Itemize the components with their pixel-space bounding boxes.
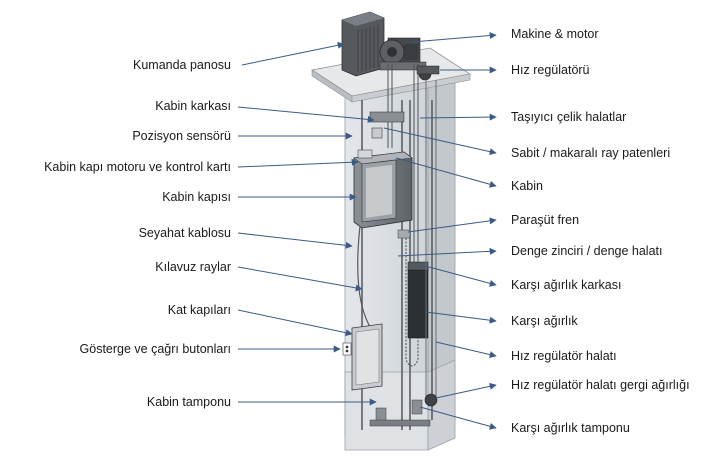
label-counterweight-frame: Karşı ağırlık karkası [511, 278, 622, 292]
label-safety-gear: Paraşüt fren [511, 213, 580, 227]
control-panel [341, 11, 385, 77]
right-leader-arrows [383, 32, 497, 430]
leader-kabin [395, 157, 497, 188]
label-governor-rope: Hız regülatör halatı [511, 349, 617, 363]
label-guide-rails: Kılavuz raylar [155, 260, 231, 274]
hoist-ropes [387, 64, 419, 268]
leader-karsi-agirlik-karkasi [417, 263, 497, 287]
machine-motor [379, 37, 427, 71]
machine-room-slab [310, 47, 472, 103]
leader-gergi-agirligi [435, 382, 497, 399]
label-door-motor: Kabin kapı motoru ve kontrol kartı [44, 160, 231, 174]
label-counterweight: Karşı ağırlık [511, 314, 578, 328]
label-call-buttons: Gösterge ve çağrı butonları [79, 342, 231, 356]
leader-karsi-agirlik [425, 311, 497, 324]
leader-kilavuz-raylar [237, 266, 363, 292]
label-car-door: Kabin kapısı [162, 190, 231, 204]
leader-ray-patenleri [383, 127, 497, 156]
leader-tasiyici-halatlar [419, 113, 497, 121]
label-guide-shoes: Sabit / makaralı ray patenleri [511, 146, 671, 160]
leader-karsi-agirlik-tamponu [419, 406, 497, 430]
speed-governor [416, 65, 440, 81]
leader-kumanda-panosu [241, 41, 345, 66]
governor-rope [424, 80, 438, 407]
leader-seyahat-kablosu [237, 232, 353, 249]
leader-makine-motor [411, 32, 497, 43]
landing-door [351, 323, 383, 391]
label-machine-motor: Makine & motor [511, 27, 599, 41]
label-car-buffer: Kabin tamponu [146, 395, 231, 409]
call-buttons [342, 342, 352, 356]
label-cabin: Kabin [511, 179, 543, 193]
leader-kabin-kapi-motoru [237, 158, 359, 168]
label-tension-weight: Hız regülatör halatı gergi ağırlığı [511, 378, 690, 392]
label-governor: Hız regülatörü [511, 63, 590, 77]
leader-denge-zinciri [397, 247, 497, 257]
label-compensation: Denge zinciri / denge halatı [511, 244, 663, 258]
label-hoist-ropes: Taşıyıcı çelik halatlar [511, 110, 627, 124]
safety-gear [397, 229, 411, 239]
buffers [369, 399, 431, 427]
label-position-sensor: Pozisyon sensörü [132, 129, 231, 143]
label-counterweight-buffer: Karşı ağırlık tamponu [511, 421, 630, 435]
leader-hiz-regulator-halati [435, 341, 497, 358]
elevator-cabin [353, 149, 413, 229]
compensation-chain [405, 238, 419, 367]
leader-parasut-fren [407, 217, 497, 233]
counterweight [407, 261, 429, 339]
leader-kat-kapilari [237, 309, 353, 337]
label-car-frame: Kabin karkası [155, 99, 231, 113]
left-leader-arrows [237, 41, 377, 406]
label-travelling-cable: Seyahat kablosu [138, 226, 231, 240]
label-control-panel: Kumanda panosu [133, 58, 231, 72]
label-landing-doors: Kat kapıları [167, 303, 231, 317]
leader-kabin-karkasi [237, 106, 375, 123]
